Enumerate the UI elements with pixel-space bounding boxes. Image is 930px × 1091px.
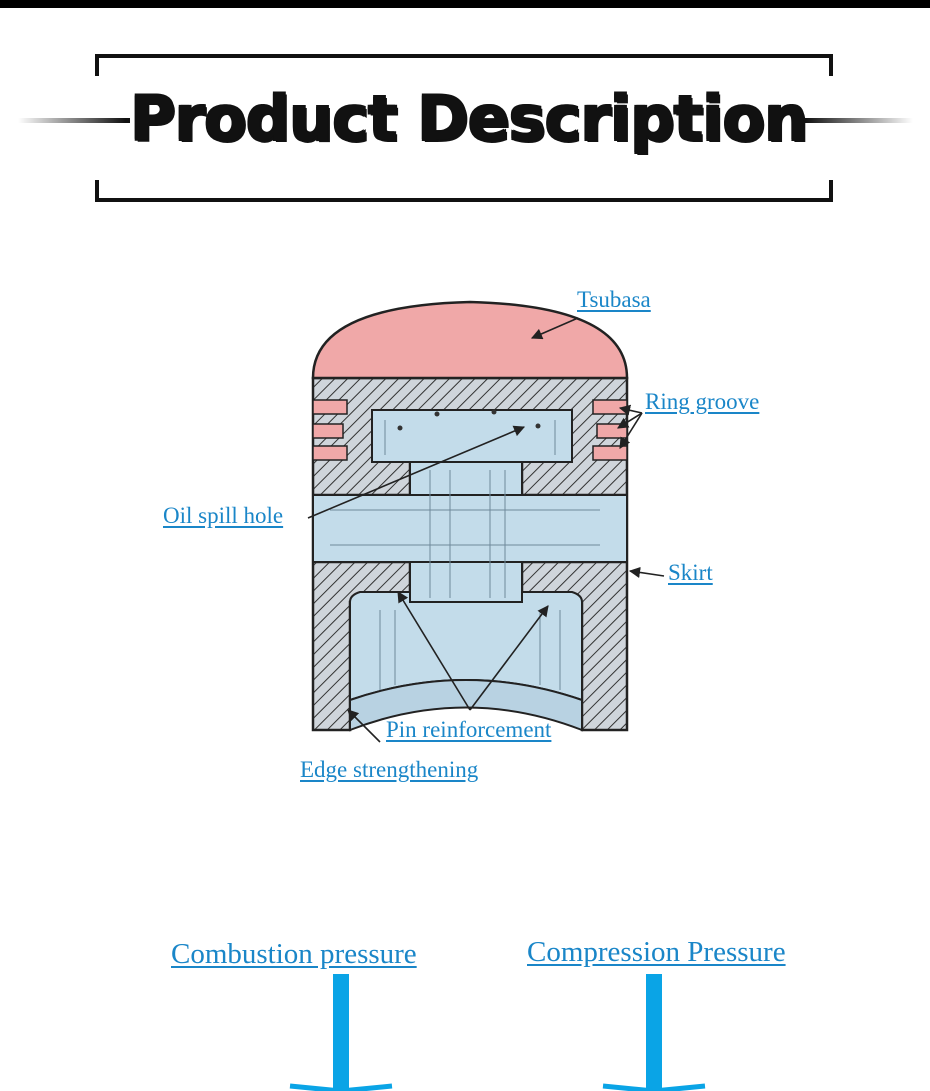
title-frame: [95, 54, 833, 202]
label-compression-pressure: Compression Pressure: [527, 936, 786, 968]
pressure-arrows: [289, 974, 706, 1091]
label-combustion-pressure: Combustion pressure: [171, 938, 417, 970]
top-bar: [0, 0, 930, 8]
label-skirt: Skirt: [668, 560, 713, 585]
label-ring-groove: Ring groove: [645, 389, 760, 414]
label-pin-reinforcement: Pin reinforcement: [386, 717, 552, 742]
leader-lines: [307, 317, 665, 743]
piston-body: [311, 300, 629, 732]
page-title: Product Description: [130, 76, 808, 162]
label-edge-strengthening: Edge strengthening: [300, 757, 479, 782]
label-oil-spill-hole: Oil spill hole: [163, 503, 284, 528]
label-tsubasa: Tsubasa: [577, 287, 651, 312]
